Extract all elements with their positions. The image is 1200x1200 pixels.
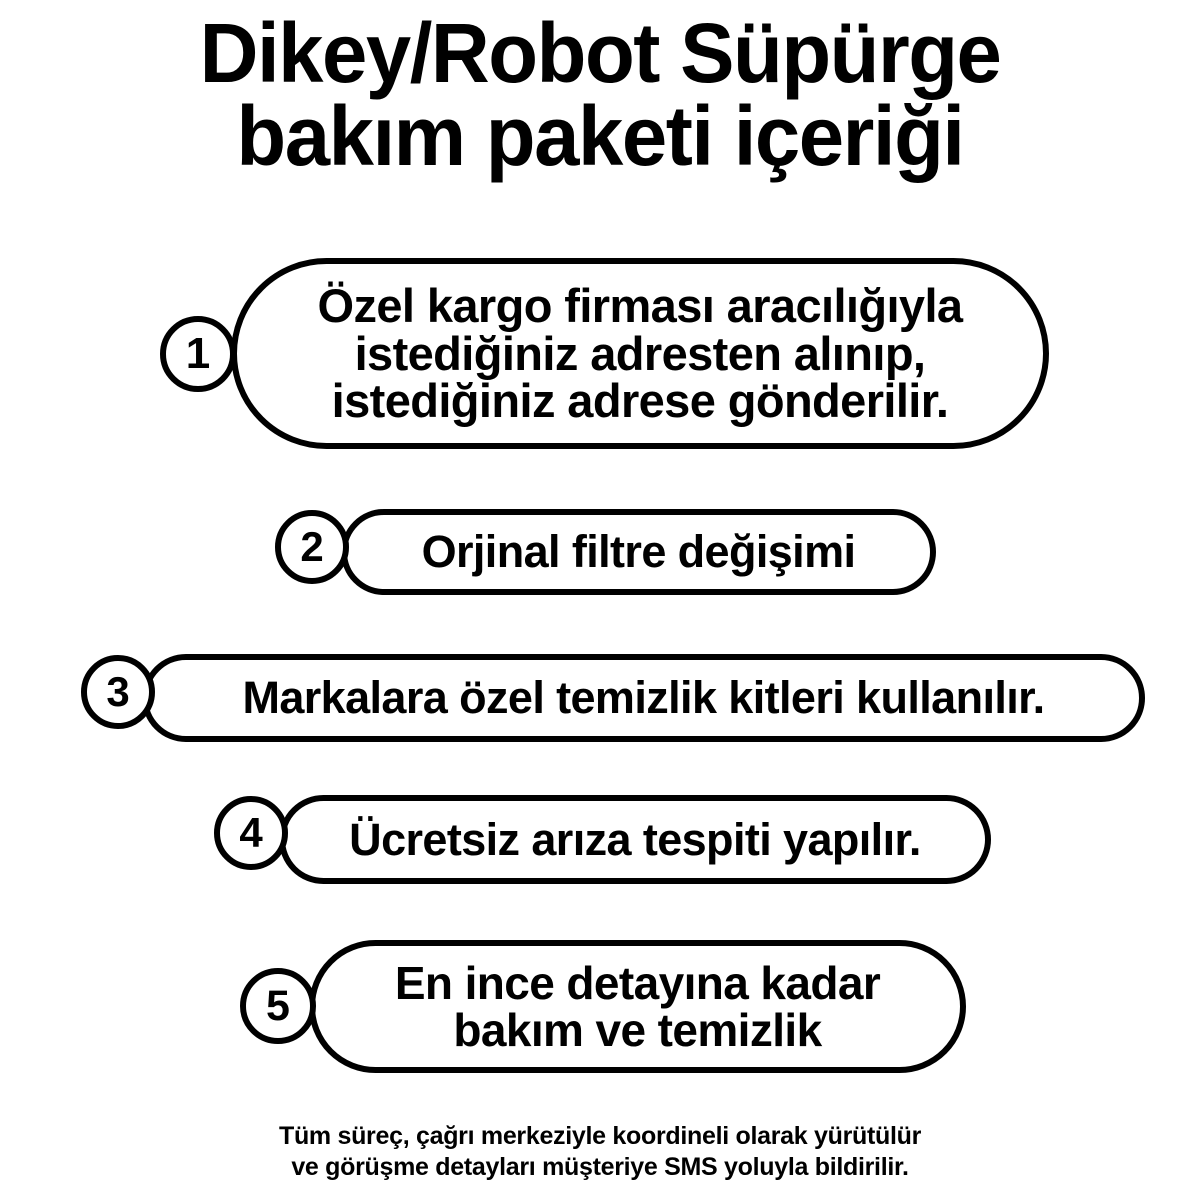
step-label-5: En ince detayına kadar bakım ve temizlik bbox=[331, 956, 944, 1056]
step-label-1-line-1: Özel kargo firması aracılığıyla bbox=[317, 278, 964, 332]
step-number-badge-2: 2 bbox=[275, 510, 349, 584]
page-title: Dikey/Robot Süpürge bakım paketi içeriği bbox=[18, 6, 1182, 184]
step-pill-5: En ince detayına kadar bakım ve temizlik bbox=[309, 940, 966, 1073]
page-title-line-2: bakım paketi içeriği bbox=[236, 89, 965, 184]
step-label-4: Ücretsiz arıza tespiti yapılır. bbox=[301, 813, 969, 865]
footer-note-line-2: ve görüşme detayları müşteriye SMS yoluy… bbox=[291, 1152, 909, 1181]
step-number-badge-5: 5 bbox=[240, 968, 316, 1044]
step-pill-3: Markalara özel temizlik kitleri kullanıl… bbox=[142, 654, 1145, 742]
page-title-line-1: Dikey/Robot Süpürge bbox=[199, 6, 1002, 100]
step-number-badge-1: 1 bbox=[160, 316, 236, 392]
footer-note-line-1: Tüm süreç, çağrı merkeziyle koordineli o… bbox=[278, 1122, 922, 1150]
step-label-1: Özel kargo firması aracılığıyla istediği… bbox=[253, 278, 1027, 428]
step-label-5-line-2: bakım ve temizlik bbox=[453, 1003, 822, 1056]
step-label-1-line-3: istediğiniz adrese gönderilir. bbox=[331, 374, 949, 428]
footer-note: Tüm süreç, çağrı merkeziyle koordineli o… bbox=[0, 1121, 1200, 1182]
step-pill-4: Ücretsiz arıza tespiti yapılır. bbox=[279, 795, 991, 884]
step-label-5-line-1: En ince detayına kadar bbox=[394, 956, 881, 1009]
step-label-1-line-2: istediğiniz adresten alınıp, bbox=[354, 326, 926, 380]
step-pill-1: Özel kargo firması aracılığıyla istediği… bbox=[231, 258, 1049, 449]
step-label-4-line-1: Ücretsiz arıza tespiti yapılır. bbox=[349, 813, 921, 865]
step-number-badge-3: 3 bbox=[81, 655, 155, 729]
step-pill-2: Orjinal filtre değişimi bbox=[341, 509, 936, 595]
step-label-3: Markalara özel temizlik kitleri kullanıl… bbox=[164, 675, 1123, 721]
step-label-2-line-1: Orjinal filtre değişimi bbox=[421, 526, 856, 578]
step-number-badge-4: 4 bbox=[214, 796, 288, 870]
step-label-2: Orjinal filtre değişimi bbox=[363, 529, 914, 575]
step-label-3-line-1: Markalara özel temizlik kitleri kullanıl… bbox=[242, 672, 1045, 724]
